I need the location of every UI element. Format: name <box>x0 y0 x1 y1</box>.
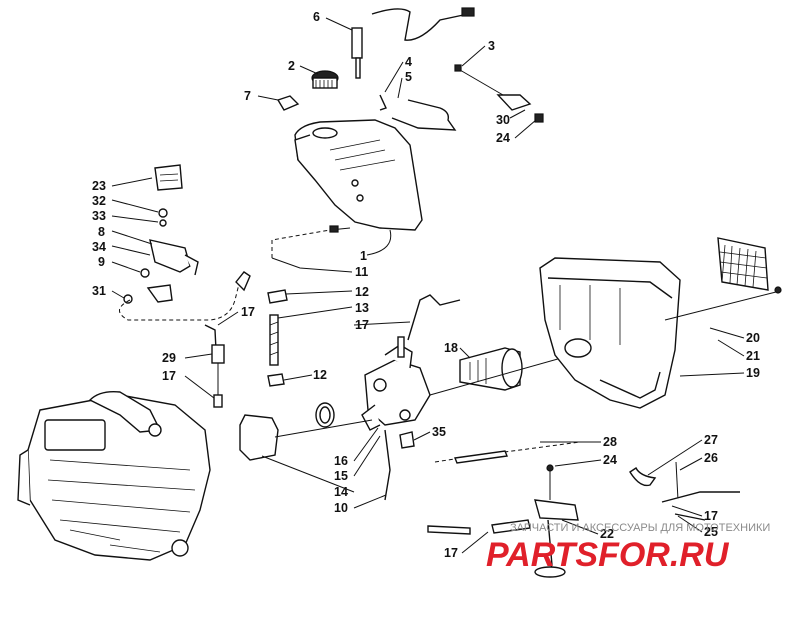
carb-flange-14 <box>239 414 279 461</box>
callout-26: 26 <box>704 451 718 465</box>
callout-5: 5 <box>405 70 412 84</box>
fuel-lines <box>119 225 461 408</box>
callout-4: 4 <box>405 55 412 69</box>
callout-6: 6 <box>313 10 320 24</box>
callout-35: 35 <box>432 425 446 439</box>
callout-17: 17 <box>162 369 176 383</box>
callout-30: 30 <box>496 113 510 127</box>
watermark: ЗАПЧАСТИ И АКСЕССУАРЫ ДЛЯ МОТОТЕХНИКИ PA… <box>486 522 770 574</box>
callout-21: 21 <box>746 349 760 363</box>
carburetor <box>361 336 431 501</box>
callout-3: 3 <box>488 39 495 53</box>
callout-1: 1 <box>360 249 367 263</box>
vent-fitting-3 <box>454 64 544 123</box>
callout-17: 17 <box>444 546 458 560</box>
vent-hose-5 <box>379 94 457 131</box>
callout-labels: 6 2 3 4 5 7 30 24 23 32 33 8 34 9 31 1 1… <box>92 10 760 560</box>
callout-2: 2 <box>288 59 295 73</box>
callout-25: 25 <box>704 525 718 539</box>
fuel-gauge-sender <box>351 7 475 79</box>
callout-17: 17 <box>355 318 369 332</box>
callout-17: 17 <box>704 509 718 523</box>
callout-28: 28 <box>603 435 617 449</box>
clamp-16 <box>315 402 335 428</box>
callout-7: 7 <box>244 89 251 103</box>
watermark-tagline: ЗАПЧАСТИ И АКСЕССУАРЫ ДЛЯ МОТОТЕХНИКИ <box>510 522 770 534</box>
callout-8: 8 <box>98 225 105 239</box>
callout-24: 24 <box>496 131 510 145</box>
fuel-cap <box>311 70 339 89</box>
callout-14: 14 <box>334 485 348 499</box>
callout-19: 19 <box>746 366 760 380</box>
intake-boot-18 <box>459 347 523 391</box>
screen-20 <box>717 237 782 294</box>
callout-23: 23 <box>92 179 106 193</box>
fuel-tank <box>294 119 423 231</box>
fuel-pump-assembly <box>123 164 199 304</box>
leader-lines <box>111 17 745 554</box>
callout-29: 29 <box>162 351 176 365</box>
callout-11: 11 <box>355 265 368 279</box>
callout-31: 31 <box>92 284 106 298</box>
cap-gasket <box>276 95 300 111</box>
callout-13: 13 <box>355 301 369 315</box>
callout-16: 16 <box>334 454 348 468</box>
callout-12: 12 <box>313 368 327 382</box>
callout-15: 15 <box>334 469 348 483</box>
callout-18: 18 <box>444 341 458 355</box>
engine-block <box>17 390 211 561</box>
callout-9: 9 <box>98 255 105 269</box>
callout-32: 32 <box>92 194 106 208</box>
callout-10: 10 <box>334 501 348 515</box>
callout-22: 22 <box>600 527 614 541</box>
callout-34: 34 <box>92 240 106 254</box>
callout-12: 12 <box>355 285 369 299</box>
air-silencer-19 <box>539 257 681 409</box>
callout-17: 17 <box>241 305 255 319</box>
callout-20: 20 <box>746 331 760 345</box>
callout-33: 33 <box>92 209 106 223</box>
watermark-logo: PARTSFOR.RU <box>486 536 730 574</box>
callout-24: 24 <box>603 453 617 467</box>
primer-hoses <box>427 441 740 578</box>
callout-27: 27 <box>704 433 718 447</box>
